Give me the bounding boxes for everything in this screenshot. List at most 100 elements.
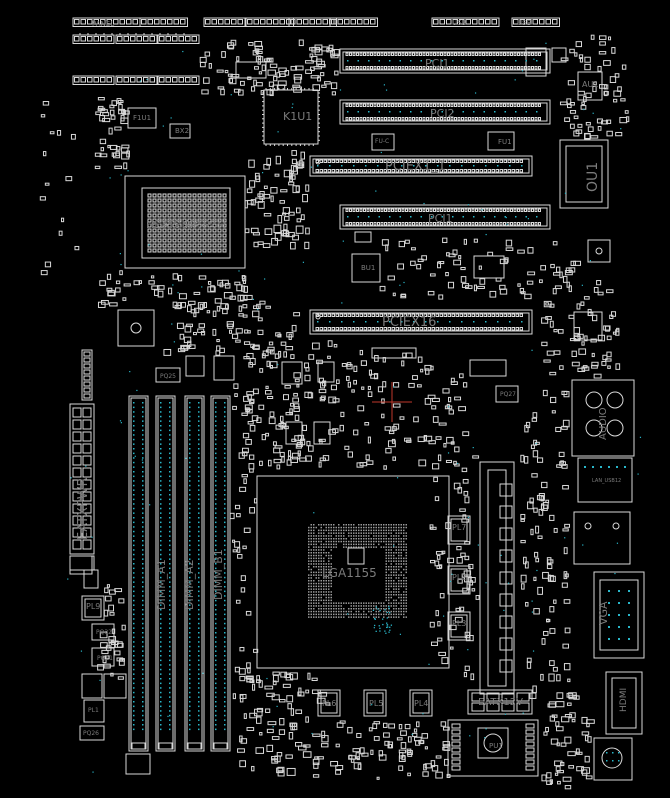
smd-part — [332, 49, 340, 57]
smd-part — [269, 364, 274, 369]
smd-part — [575, 41, 583, 48]
bga-ball — [147, 213, 152, 218]
socket-pad — [308, 566, 310, 568]
slot-pin — [515, 327, 519, 331]
slot-pin — [478, 222, 482, 226]
smd-part — [540, 495, 545, 502]
smd-part — [504, 257, 509, 263]
smd-part — [417, 258, 424, 263]
slot-pin — [419, 103, 422, 107]
smd-part — [459, 508, 466, 512]
slot-pin — [366, 52, 370, 56]
vrm-mosfet — [499, 483, 513, 497]
socket-pad — [390, 616, 392, 618]
socket-pad — [378, 608, 380, 610]
socket-pad — [335, 546, 337, 548]
dimm-pad — [169, 572, 171, 574]
socket-pad — [395, 568, 397, 571]
socket-pad — [365, 602, 367, 604]
socket-pad — [398, 616, 400, 618]
socket-pad — [395, 591, 397, 593]
smd-part — [520, 454, 525, 463]
slot-pad — [536, 60, 538, 62]
cyan-pad — [535, 442, 537, 445]
slot-pin — [335, 159, 339, 163]
socket-pad — [360, 526, 362, 529]
smd-part — [231, 333, 239, 339]
dimm-pad — [142, 659, 144, 662]
smd-part — [352, 748, 361, 753]
socket-pad — [335, 613, 337, 616]
smd-part — [542, 389, 548, 397]
slot-pin — [412, 117, 415, 121]
smd-part — [593, 287, 599, 293]
socket-pad — [403, 560, 405, 562]
smd-part — [308, 354, 315, 360]
dimm-pad — [133, 420, 135, 422]
slot-pin — [468, 117, 471, 121]
smd-part — [428, 440, 436, 445]
socket-pad — [310, 582, 312, 585]
header-pin — [126, 19, 132, 25]
dimm-pad — [189, 714, 191, 717]
dimm-pad — [198, 641, 200, 643]
socket-pad — [310, 568, 312, 571]
dimm-pad — [169, 655, 171, 657]
smd-part — [305, 69, 313, 74]
socket-pad — [308, 610, 310, 613]
smd-part — [424, 746, 428, 750]
smd-part — [424, 435, 433, 442]
socket-pad — [400, 605, 402, 607]
slot-pin — [426, 52, 429, 56]
audio-jack — [606, 419, 624, 437]
smd-part — [546, 564, 553, 570]
socket-pad — [405, 546, 407, 548]
smd-part — [312, 733, 321, 737]
pq25-label: PQ25 — [160, 373, 176, 380]
smd-part — [540, 265, 547, 271]
slot-pin — [491, 327, 495, 331]
slot-pin — [412, 208, 415, 212]
header-pin — [123, 77, 129, 83]
dimm-pad — [189, 719, 191, 721]
slot-pad — [441, 216, 443, 218]
cyan-pad — [531, 600, 533, 602]
socket-pad — [340, 616, 342, 618]
slot-pin — [506, 103, 510, 107]
dimm-pad — [189, 457, 191, 459]
smd-part — [539, 279, 543, 284]
smd-part — [199, 61, 206, 68]
socket-pad — [320, 591, 322, 593]
pq-part-2 — [213, 355, 235, 381]
dimm-pad — [133, 475, 135, 478]
smd-part — [557, 780, 561, 785]
slot-pin — [391, 159, 395, 163]
smd-part — [115, 146, 121, 151]
dimm-pad — [142, 673, 144, 675]
slot-pin — [408, 117, 412, 121]
dimm-pad — [198, 461, 200, 464]
slot-pin — [447, 327, 451, 331]
slot-pin — [419, 66, 422, 70]
smd-part — [430, 559, 436, 564]
smd-part — [478, 265, 482, 270]
smd-part — [376, 776, 380, 780]
dimm-pad — [215, 484, 217, 487]
slot-pad — [431, 60, 433, 62]
socket-pad — [325, 529, 327, 532]
bga-ball — [167, 198, 172, 203]
smd-part — [441, 657, 449, 665]
bga-ball — [172, 203, 177, 208]
socket-pad — [390, 532, 392, 534]
socket-pad — [340, 540, 342, 543]
smd-part — [70, 133, 76, 140]
smd-part — [99, 138, 107, 145]
slot-pin — [433, 103, 436, 107]
smd-part — [212, 310, 217, 317]
slot-pin — [399, 159, 403, 163]
dimm-pad — [189, 489, 191, 491]
smd-part — [305, 60, 314, 64]
dimm-pad — [189, 494, 191, 496]
socket-pad — [320, 608, 322, 610]
smd-part — [265, 390, 272, 395]
